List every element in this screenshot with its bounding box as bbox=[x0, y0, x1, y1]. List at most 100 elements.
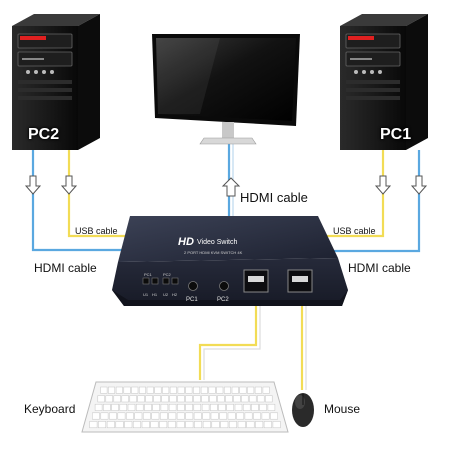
keyboard-key bbox=[111, 403, 119, 411]
keyboard-key bbox=[226, 403, 234, 411]
pc1-tower bbox=[340, 14, 428, 150]
keyboard-key bbox=[135, 403, 144, 411]
keyboard-key bbox=[169, 386, 177, 394]
keyboard-key bbox=[246, 421, 255, 429]
keyboard-key bbox=[169, 395, 177, 403]
switch-led-label: U1 bbox=[143, 292, 149, 297]
keyboard-key bbox=[159, 421, 168, 429]
usb-cable-right-label: USB cable bbox=[333, 226, 376, 236]
keyboard-key bbox=[162, 386, 170, 394]
keyboard-key bbox=[228, 421, 237, 429]
hdmi-cable-left-label: HDMI cable bbox=[34, 261, 97, 275]
keyboard-key bbox=[100, 412, 109, 420]
keyboard-key bbox=[225, 395, 233, 403]
switch-led-label: H2 bbox=[172, 292, 178, 297]
keyboard-key bbox=[220, 421, 229, 429]
mouse-image bbox=[292, 393, 314, 427]
keyboard-key bbox=[267, 403, 276, 411]
keyboard-key bbox=[262, 386, 270, 394]
keyboard-key bbox=[105, 395, 113, 403]
keyboard-key bbox=[270, 412, 278, 420]
keyboard-key bbox=[127, 403, 136, 411]
keyboard-key bbox=[160, 403, 169, 411]
keyboard-key bbox=[146, 386, 154, 394]
kvm-switch bbox=[112, 216, 348, 306]
keyboard-key bbox=[119, 403, 128, 411]
usb-cable-left-label: USB cable bbox=[75, 226, 118, 236]
keyboard-key bbox=[210, 403, 218, 411]
pc2-label: PC2 bbox=[28, 126, 60, 143]
keyboard-key bbox=[177, 403, 185, 411]
keyboard-key bbox=[202, 421, 211, 429]
switch-subtitle: 2 PORT HDMI KVM SWITCH 4K bbox=[184, 250, 243, 255]
hdmi-cable-top-label: HDMI cable bbox=[240, 190, 308, 205]
keyboard-key bbox=[247, 386, 255, 394]
keyboard-key bbox=[201, 395, 209, 403]
keyboard-key bbox=[153, 395, 161, 403]
keyboard-key bbox=[209, 395, 217, 403]
arrow-down-icon bbox=[410, 175, 428, 195]
keyboard-key bbox=[167, 421, 176, 429]
pc1-label: PC1 bbox=[380, 126, 412, 143]
keyboard-key bbox=[185, 421, 194, 429]
keyboard-key bbox=[202, 412, 211, 420]
keyboard-key bbox=[201, 403, 210, 411]
keyboard-key bbox=[113, 395, 121, 403]
keyboard-key bbox=[123, 386, 131, 394]
keyboard-key bbox=[126, 412, 134, 420]
keyboard-key bbox=[257, 395, 265, 403]
keyboard-key bbox=[219, 412, 228, 420]
pc2-button-label: PC2 bbox=[217, 297, 229, 303]
usb-cable-keyboard-shadow bbox=[203, 305, 261, 380]
keyboard-key bbox=[115, 421, 124, 429]
keyboard-key bbox=[150, 421, 159, 429]
keyboard-key bbox=[227, 412, 236, 420]
mouse-label: Mouse bbox=[324, 402, 361, 416]
keyboard-key bbox=[263, 421, 272, 429]
keyboard-key bbox=[108, 386, 116, 394]
keyboard-key bbox=[185, 386, 193, 394]
keyboard-key bbox=[121, 395, 129, 403]
keyboard-key bbox=[272, 421, 281, 429]
keyboard-key bbox=[194, 421, 203, 429]
switch-indicator-a: PC1 bbox=[144, 272, 153, 277]
keyboard-key bbox=[193, 386, 201, 394]
pc2-select-button bbox=[219, 281, 229, 291]
switch-indicator-b: PC2 bbox=[163, 272, 172, 277]
switch-brand-logo: HD bbox=[178, 236, 194, 248]
arrow-down-icon bbox=[60, 175, 78, 195]
keyboard-key bbox=[259, 403, 267, 411]
keyboard-key bbox=[151, 412, 160, 420]
switch-led-label: H1 bbox=[152, 292, 158, 297]
arrow-down-icon bbox=[374, 175, 392, 195]
keyboard-image bbox=[81, 381, 289, 433]
keyboard-key bbox=[208, 386, 216, 394]
keyboard-key bbox=[251, 403, 259, 411]
keyboard-key bbox=[241, 395, 249, 403]
pc1-button-label: PC1 bbox=[186, 297, 198, 303]
keyboard-key bbox=[255, 421, 264, 429]
keyboard-key bbox=[177, 395, 185, 403]
keyboard-key bbox=[152, 403, 160, 411]
keyboard-label: Keyboard bbox=[24, 402, 76, 416]
keyboard-key bbox=[193, 412, 202, 420]
keyboard-key bbox=[137, 395, 145, 403]
keyboard-key bbox=[254, 386, 262, 394]
keyboard-key bbox=[168, 412, 177, 420]
keyboard-key bbox=[161, 395, 169, 403]
arrow-down-icon bbox=[24, 175, 42, 195]
keyboard-key bbox=[185, 412, 194, 420]
usb-cable-pc1 bbox=[325, 150, 385, 238]
keyboard-key bbox=[244, 412, 253, 420]
usb-cable-pc2 bbox=[67, 150, 126, 238]
switch-led-label: U2 bbox=[163, 292, 169, 297]
keyboard-key bbox=[103, 403, 111, 411]
switch-title: Video Switch bbox=[197, 239, 237, 246]
hdmi-cable-right-label: HDMI cable bbox=[348, 261, 411, 275]
pc1-select-button bbox=[188, 281, 198, 291]
keyboard-key bbox=[124, 421, 133, 429]
keyboard-key bbox=[142, 412, 151, 420]
keyboard-key bbox=[97, 395, 105, 403]
keyboard-key bbox=[98, 421, 107, 429]
